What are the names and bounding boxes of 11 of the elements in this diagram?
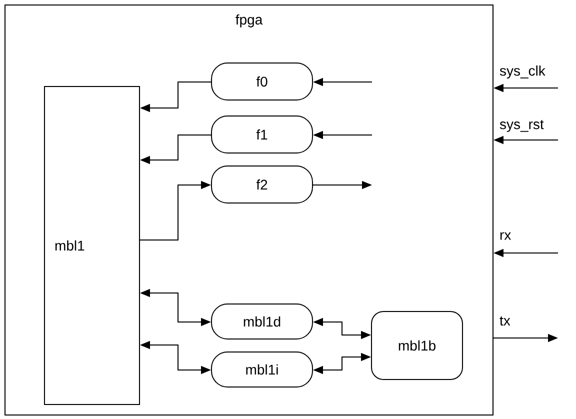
signal-label: tx — [500, 316, 510, 326]
rounded-box: f0 — [211, 62, 313, 100]
signal-label: rx — [500, 232, 512, 240]
signal-label: sys_clk — [500, 65, 546, 79]
rounded-box: mbl1b — [371, 311, 463, 380]
block-box: mbl1 — [44, 86, 140, 405]
rounded-box: f1 — [211, 116, 313, 154]
rounded-box: f2 — [211, 166, 313, 204]
signal-label: sys_rst — [500, 120, 544, 132]
rounded-box: mbl1i — [211, 352, 313, 388]
rounded-box: mbl1d — [211, 304, 313, 340]
